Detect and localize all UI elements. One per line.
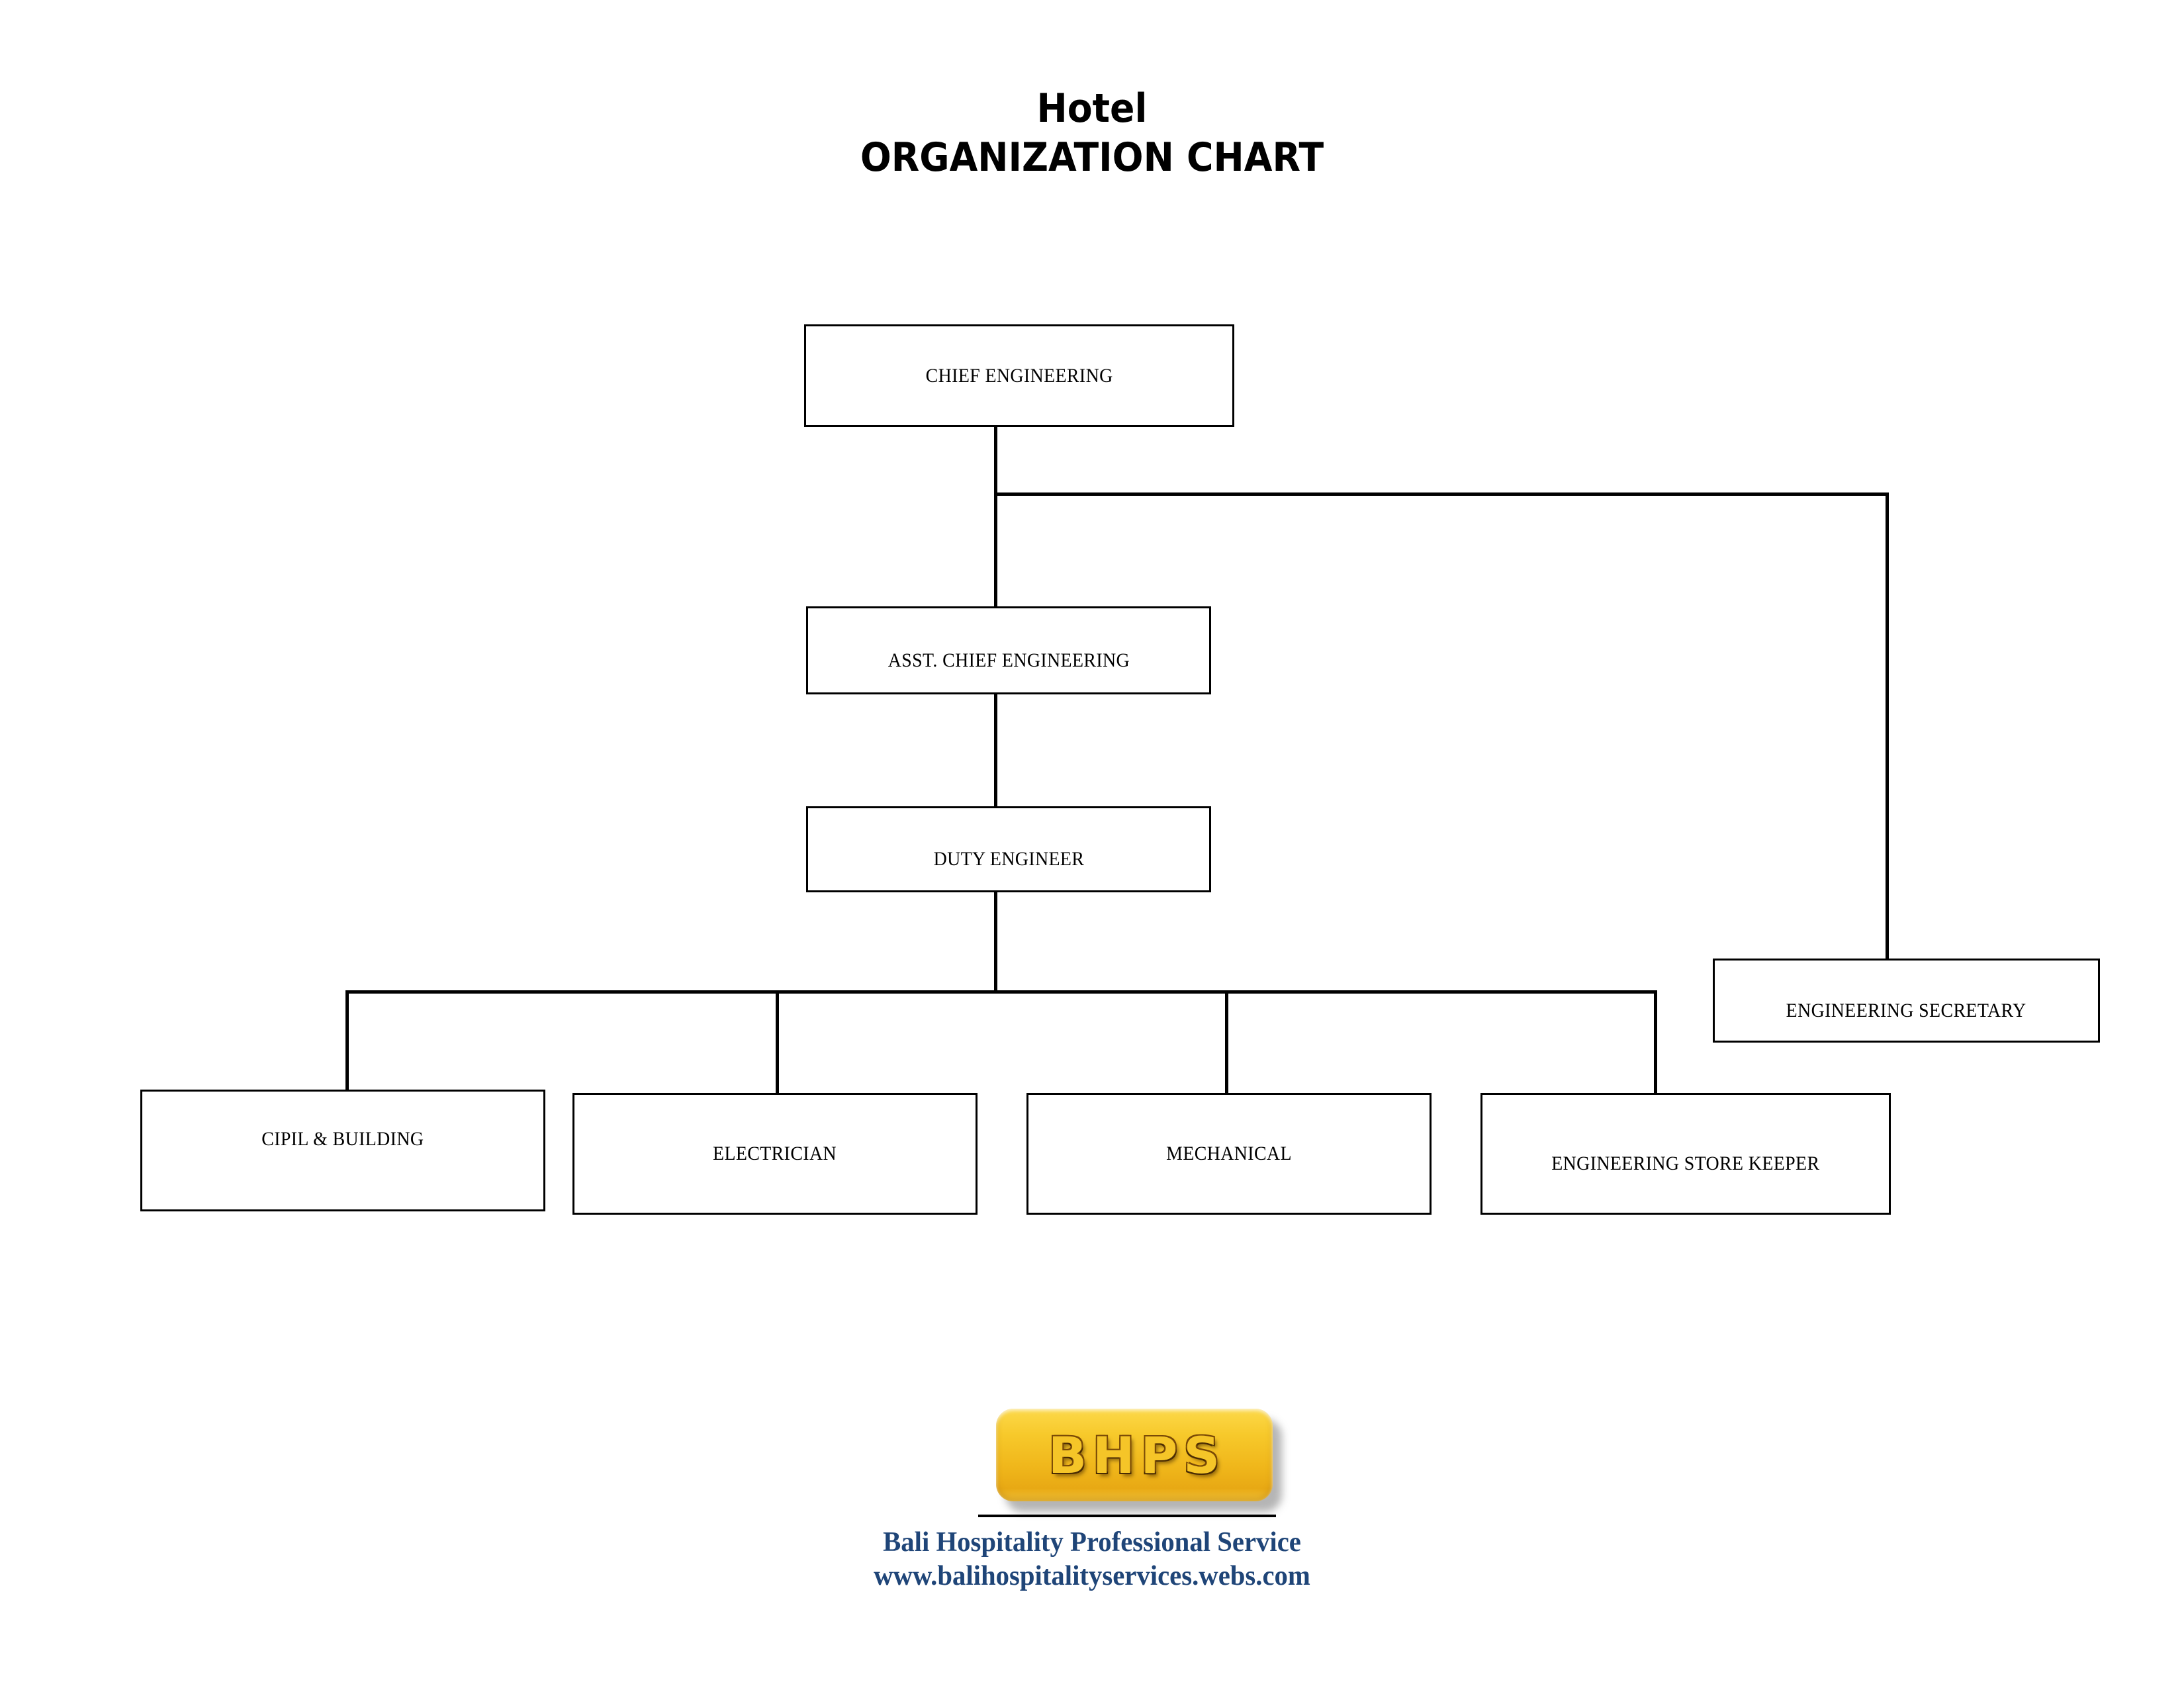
- node-engineering-store-keeper[interactable]: ENGINEERING STORE KEEPER: [1480, 1093, 1891, 1215]
- node-chief-engineering[interactable]: CHIEF ENGINEERING: [804, 324, 1234, 427]
- bhps-logo-plate: BHPS: [996, 1409, 1273, 1501]
- connector-secretary-drop: [1886, 492, 1889, 960]
- footer-branding: Bali Hospitality Professional Service ww…: [0, 1526, 2184, 1593]
- connector-chief-to-secretary-horizontal: [994, 492, 1889, 496]
- node-engineering-store-keeper-label: ENGINEERING STORE KEEPER: [1551, 1152, 1820, 1174]
- node-mechanical-label: MECHANICAL: [1166, 1143, 1292, 1164]
- node-electrician-label: ELECTRICIAN: [713, 1143, 837, 1164]
- connector-chief-trunk: [994, 426, 997, 625]
- page-title-line-1: Hotel: [1036, 85, 1148, 132]
- connector-asst-to-duty: [994, 692, 997, 810]
- node-mechanical[interactable]: MECHANICAL: [1026, 1093, 1432, 1215]
- node-cipil-building[interactable]: CIPIL & BUILDING: [140, 1090, 545, 1211]
- node-engineering-secretary-label: ENGINEERING SECRETARY: [1786, 999, 2026, 1021]
- node-asst-chief-engineering-label: ASST. CHIEF ENGINEERING: [887, 649, 1130, 671]
- footer-website[interactable]: www.balihospitalityservices.webs.com: [874, 1561, 1310, 1592]
- connector-drop-storekeeper: [1654, 990, 1657, 1094]
- bhps-logo: BHPS: [996, 1409, 1287, 1512]
- connector-duty-drop: [994, 891, 997, 994]
- node-cipil-building-label: CIPIL & BUILDING: [261, 1128, 424, 1150]
- node-duty-engineer-label: DUTY ENGINEER: [933, 848, 1084, 870]
- footer-divider: [978, 1515, 1276, 1517]
- node-chief-engineering-label: CHIEF ENGINEERING: [925, 364, 1113, 387]
- connector-drop-electrician: [776, 990, 779, 1094]
- page-title: Hotel ORGANIZATION CHART: [0, 86, 2184, 181]
- footer-company-name: Bali Hospitality Professional Service: [883, 1527, 1301, 1558]
- node-engineering-secretary[interactable]: ENGINEERING SECRETARY: [1713, 959, 2100, 1043]
- page-title-line-2: ORGANIZATION CHART: [860, 134, 1324, 181]
- connector-distribution-bar: [345, 990, 1657, 994]
- node-electrician[interactable]: ELECTRICIAN: [572, 1093, 978, 1215]
- bhps-logo-text: BHPS: [1048, 1425, 1226, 1485]
- connector-drop-civil: [345, 990, 349, 1091]
- node-asst-chief-engineering[interactable]: ASST. CHIEF ENGINEERING: [806, 606, 1211, 694]
- node-duty-engineer[interactable]: DUTY ENGINEER: [806, 806, 1211, 892]
- connector-drop-mechanical: [1225, 990, 1228, 1094]
